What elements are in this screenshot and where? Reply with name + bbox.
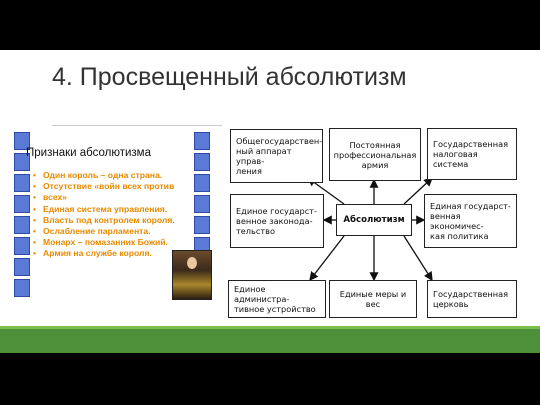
rail-block [14, 174, 30, 192]
rail-block [194, 153, 210, 171]
list-item: Армия на службе короля. [33, 248, 181, 259]
rail-block [194, 195, 210, 213]
node-absolutism: Абсолютизм [336, 204, 412, 236]
list-item: всех» [33, 192, 181, 203]
arrow [403, 177, 433, 205]
rail-block [194, 132, 210, 150]
list-item: Один король – одна страна. [33, 170, 181, 181]
node-tax-system: Государственная налоговая система [427, 128, 517, 180]
node-state-apparatus: Общегосударствен- ный аппарат управ- лен… [230, 129, 323, 183]
king-portrait-image [172, 250, 212, 300]
node-state-church: Государственная церковь [427, 280, 517, 318]
panel-heading: Признаки абсолютизма [26, 147, 151, 159]
rail-block [14, 153, 30, 171]
rail-block [14, 195, 30, 213]
node-economic-policy: Единая государст- венная экономичес- кая… [424, 194, 517, 248]
list-item: Монарх – помазанник Божий. [33, 237, 181, 248]
footer-bar [0, 326, 540, 353]
rail-block [14, 258, 30, 276]
rail-block [14, 216, 30, 234]
list-item: Власть под контролем короля. [33, 215, 181, 226]
node-legislation: Единое государст- венное законода- тельс… [230, 194, 324, 248]
rail-block [14, 237, 30, 255]
node-administrative-structure: Единое администра- тивное устройство [228, 280, 326, 318]
slide-title: 4. Просвещенный абсолютизм [52, 63, 407, 91]
list-item: Единая система управления. [33, 204, 181, 215]
node-standing-army: Постоянная профессиональная армия [329, 128, 421, 181]
signs-list: Один король – одна страна. Отсутствие «в… [33, 170, 181, 260]
rail-block [194, 216, 210, 234]
arrow [403, 235, 433, 282]
rail-block [14, 132, 30, 150]
arrow [309, 235, 345, 282]
list-item: Ослабление парламента. [33, 226, 181, 237]
left-rail [14, 128, 30, 300]
node-measures-weights: Единые меры и вес [329, 280, 417, 318]
rail-block [194, 174, 210, 192]
title-divider [52, 125, 222, 126]
list-item: Отсутствие «войн всех против [33, 181, 181, 192]
rail-block [14, 279, 30, 297]
